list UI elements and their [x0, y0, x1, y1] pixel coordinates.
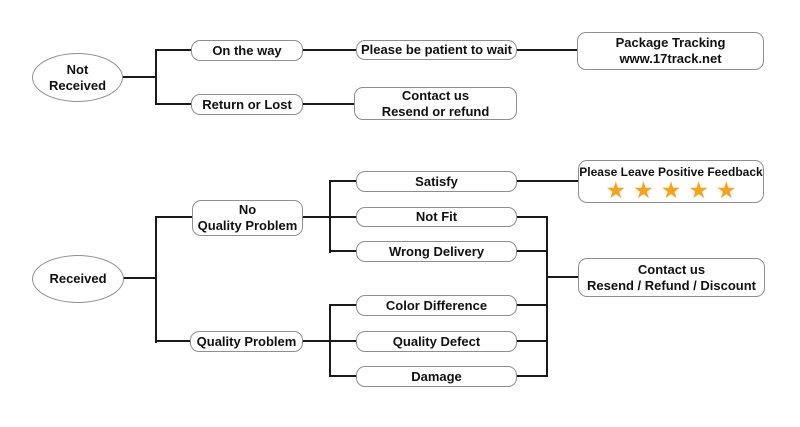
- node-label: Received: [49, 271, 107, 286]
- connector-line: [330, 304, 356, 306]
- connector-line: [156, 103, 191, 105]
- connector-line: [517, 304, 548, 306]
- connector-line: [517, 216, 548, 218]
- node-quality-defect: Quality Defect: [356, 331, 517, 352]
- node-received: Received: [32, 255, 124, 303]
- connector-line: [330, 250, 357, 252]
- node-label: Quality Defect: [392, 333, 481, 349]
- node-contact-resend-refund: Contact us Resend or refund: [354, 87, 517, 120]
- node-satisfy: Satisfy: [356, 171, 517, 192]
- connector-line: [303, 216, 331, 218]
- node-not-received: Not Received: [32, 53, 123, 102]
- node-label: Received: [48, 77, 107, 93]
- node-label: On the way: [212, 42, 282, 58]
- connector-line: [303, 103, 354, 105]
- node-positive-feedback: Please Leave Positive Feedback ★★★★★: [578, 160, 764, 203]
- connector-line: [156, 340, 190, 342]
- node-label: Package Tracking: [615, 35, 726, 50]
- connector-line: [517, 180, 578, 182]
- connector-line: [156, 49, 191, 51]
- node-label: Contact us: [637, 261, 706, 277]
- node-return-or-lost: Return or Lost: [191, 94, 303, 115]
- connector-line: [330, 180, 357, 182]
- node-be-patient: Please be patient to wait: [356, 40, 517, 60]
- node-wrong-delivery: Wrong Delivery: [356, 241, 517, 262]
- node-label: Wrong Delivery: [388, 243, 485, 259]
- connector-line: [547, 276, 578, 278]
- connector-line: [517, 340, 548, 342]
- node-label: Contact us: [401, 87, 470, 103]
- connector-line: [303, 340, 331, 342]
- node-not-fit: Not Fit: [356, 207, 517, 227]
- node-on-the-way: On the way: [191, 40, 303, 61]
- node-label: Quality Problem: [196, 333, 297, 349]
- connector-line: [121, 76, 157, 78]
- node-label: Satisfy: [415, 173, 458, 189]
- node-package-tracking: Package Tracking www.17track.net: [577, 32, 764, 70]
- node-label: Damage: [411, 368, 462, 384]
- connector-line: [330, 216, 357, 218]
- star-icon: ★: [688, 176, 716, 203]
- node-label: Please be patient to wait: [361, 42, 512, 57]
- node-label: Resend / Refund / Discount: [586, 277, 756, 293]
- connector-line: [330, 340, 356, 342]
- connector-line: [330, 375, 356, 377]
- node-label: Resend or refund: [381, 103, 490, 119]
- connector-line: [303, 49, 356, 51]
- connector-line: [517, 375, 548, 377]
- node-label: Please Leave Positive Feedback: [579, 164, 763, 179]
- node-label: Return or Lost: [202, 96, 292, 112]
- connector-line: [155, 216, 157, 343]
- node-quality-problem: Quality Problem: [190, 331, 303, 352]
- connector-line: [155, 49, 157, 105]
- node-damage: Damage: [356, 366, 517, 387]
- node-label: No: [238, 202, 257, 217]
- node-label: Quality Problem: [197, 218, 298, 233]
- connector-line: [546, 216, 548, 377]
- node-label: Color Difference: [385, 297, 488, 313]
- connector-line: [122, 277, 156, 279]
- node-no-quality-problem: No Quality Problem: [192, 200, 303, 236]
- star-icon: ★: [715, 176, 744, 203]
- node-label: www.17track.net: [619, 51, 722, 66]
- node-label: Not: [66, 61, 89, 77]
- connector-line: [517, 250, 548, 252]
- node-label: Not Fit: [415, 209, 458, 224]
- connector-line: [156, 216, 192, 218]
- star-icon: ★: [660, 176, 689, 203]
- star-icon: ★: [633, 176, 661, 203]
- node-contact-resend-refund-discount: Contact us Resend / Refund / Discount: [578, 258, 765, 297]
- node-color-difference: Color Difference: [356, 295, 517, 316]
- five-star-rating: ★★★★★: [605, 176, 744, 203]
- star-icon: ★: [605, 176, 634, 203]
- connector-line: [517, 49, 577, 51]
